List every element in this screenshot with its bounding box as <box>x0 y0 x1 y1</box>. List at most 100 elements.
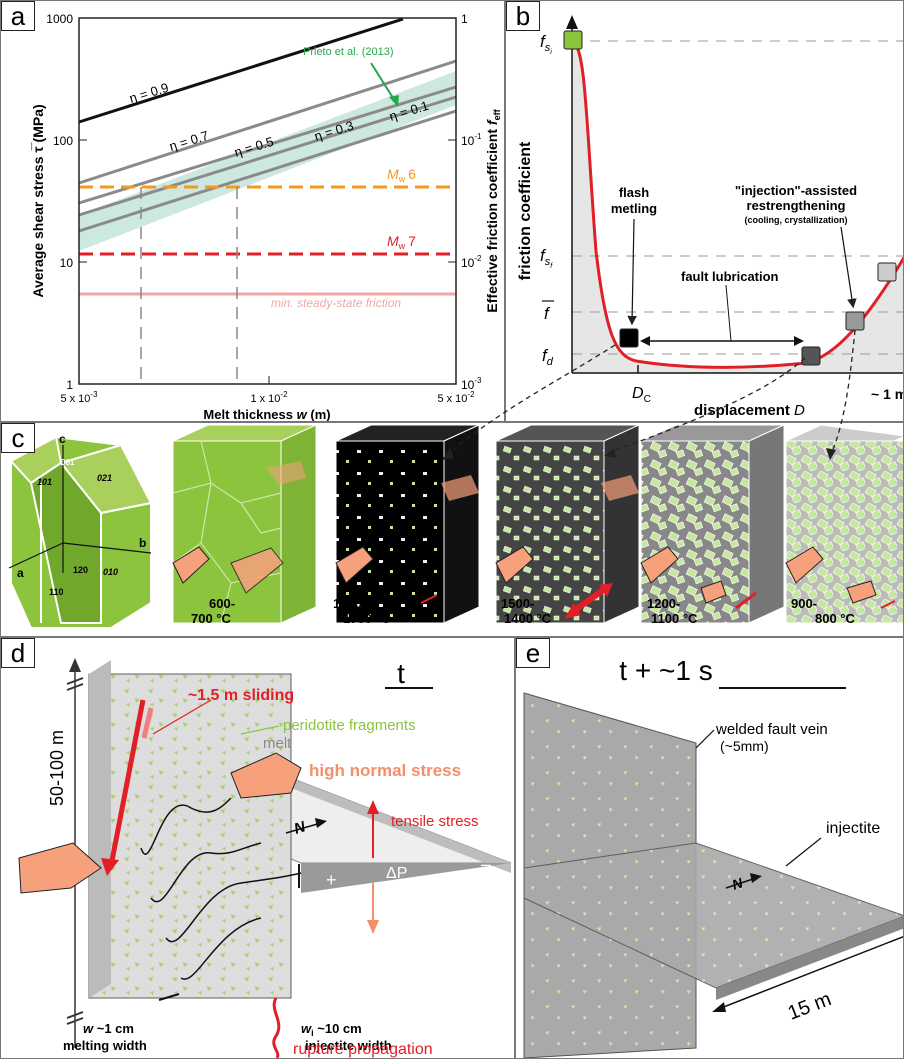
face-001: 001 <box>61 458 75 467</box>
axis-a-label: a <box>17 566 24 580</box>
time-label: t <box>397 658 405 689</box>
sliding-arrow <box>108 699 146 867</box>
normal-stress-label: high normal stress <box>309 761 461 780</box>
y-left-axis-label: Average shear stress τ̅ (MPa) <box>30 104 46 297</box>
rupture-arrow <box>272 997 281 1058</box>
temp-4-a: 1200- <box>647 596 680 611</box>
yr-tick-4: 1 <box>461 12 468 26</box>
face-010: 010 <box>103 567 118 577</box>
height-label: 50-100 m <box>47 730 67 806</box>
melt-label: melt <box>263 735 292 752</box>
marker-steady <box>801 346 821 366</box>
panel-c-illustration: c b a 101 021 120 010 110 001 <box>8 424 903 629</box>
fbar-label: f <box>544 304 551 323</box>
min-friction-label: min. steady-state friction <box>271 296 401 310</box>
tensile-stress-label: tensile stress <box>391 813 479 830</box>
panel-b-label: b <box>506 1 540 31</box>
temp-2-b: 1700 °C <box>343 611 391 626</box>
block-900-800 <box>785 424 903 624</box>
injectite-edge <box>716 916 903 1000</box>
injection-label-3: (cooling, crystallization) <box>744 215 847 225</box>
x-tick-1: 5 x 10-3 <box>60 390 98 405</box>
fsf-label: fsf <box>540 246 553 270</box>
marker-initial <box>563 30 583 50</box>
panel-b-chart: fsi fsf f fd friction coefficient DC dis… <box>517 15 904 419</box>
lubrication-label: fault lubrication <box>681 269 779 284</box>
panel-c-label: c <box>1 423 35 453</box>
block-1800-1700 <box>335 424 480 624</box>
melting-width-label: melting width <box>63 1038 147 1053</box>
y-axis-arrow <box>566 15 578 29</box>
panel-e-label: e <box>516 638 550 668</box>
eta-0.5-line <box>78 85 457 205</box>
temp-5-a: 900- <box>791 596 817 611</box>
temp-4-b: 1100 °C <box>651 611 698 626</box>
pressure-wedge <box>301 863 511 893</box>
eta-0.9-line <box>78 17 404 124</box>
flash-arrow <box>627 218 637 326</box>
wi-label: wi ~10 cm <box>301 1021 362 1038</box>
injectite-edge <box>291 778 511 873</box>
olivine-crystal: c b a 101 021 120 010 110 001 <box>8 432 153 629</box>
normal-stress-cone-left <box>18 842 102 894</box>
panel-d: d + ΔP – 50-100 m <box>0 637 515 1059</box>
x-tick-3: 5 x 10-2 <box>437 390 475 405</box>
plus-sign: + <box>326 870 337 890</box>
flash-label-1: flash <box>619 185 649 200</box>
panel-a-chart: 1 10 100 1000 10-3 10-2 10-1 1 5 x 10-3 … <box>30 12 502 421</box>
temp-1-b: 700 °C <box>191 611 232 626</box>
length-arrow <box>715 935 903 1011</box>
w-label: w ~1 cm <box>83 1021 134 1036</box>
panel-a: a 1 10 100 1000 10-3 10-2 10- <box>0 0 505 422</box>
minus-sign: – <box>481 854 491 874</box>
time-label: t + ~1 s <box>619 655 712 686</box>
plot-frame <box>78 17 457 385</box>
panel-d-label: d <box>1 638 35 668</box>
length-label: 15 m <box>785 988 834 1024</box>
face-101: 101 <box>37 477 52 487</box>
peridotite-label: peridotite fragments <box>283 717 416 734</box>
block-600-700 <box>172 424 317 624</box>
normal-stress-cone-right <box>230 752 302 799</box>
temp-2-a: 1800- <box>333 596 366 611</box>
prieto-arrow <box>370 62 396 102</box>
friction-curve <box>571 39 903 369</box>
panel-e-illustration: t + ~1 s N welded fault vein (~5mm) inje… <box>523 655 903 1058</box>
x-axis-label: displacement D <box>694 402 805 419</box>
y-tick-1: 1 <box>66 378 73 392</box>
melt-flow-arrows <box>140 797 302 980</box>
block-1200-1100 <box>640 424 785 624</box>
face-110: 110 <box>49 587 64 597</box>
eta-0.7-line <box>78 59 457 185</box>
eta-0.1-line <box>78 109 457 233</box>
y-tick-100: 100 <box>53 134 73 148</box>
fd-label: fd <box>542 346 554 368</box>
injection-label-1: "injection"-assisted <box>735 183 857 198</box>
axis-b-label: b <box>139 536 146 550</box>
temp-1-a: 600- <box>209 596 235 611</box>
injectite-width-label: injectite width <box>305 1038 392 1053</box>
marker-flash <box>619 328 639 348</box>
y-tick-10: 10 <box>60 256 74 270</box>
delta-p-label: ΔP <box>386 865 407 882</box>
connector-arrows <box>442 329 856 460</box>
sliding-label: ~1.5 m sliding <box>188 687 294 704</box>
block-1500-1400 <box>495 424 640 624</box>
rupture-label: rupture propagation <box>293 1041 433 1058</box>
welded-label-2: (~5mm) <box>720 738 769 754</box>
prieto-arrowhead <box>389 95 399 107</box>
face-021: 021 <box>97 473 112 483</box>
injection-label-2: restrengthening <box>747 198 846 213</box>
temp-3-b: 1400 °C <box>504 611 552 626</box>
fault-plane-side <box>89 660 111 998</box>
yr-tick-3: 10-1 <box>461 132 482 148</box>
x-tick-2: 1 x 10-2 <box>250 390 288 405</box>
y-right-axis-label: Effective friction coefficient feff <box>484 108 502 312</box>
temp-5-b: 800 °C <box>815 611 856 626</box>
one-meter-label: ~ 1 m <box>871 386 904 402</box>
panel-b: b fsi fsf f fd friction coeffici <box>505 0 904 422</box>
prieto-label: Prieto et al. (2013) <box>303 46 394 58</box>
panel-a-label: a <box>1 1 35 31</box>
